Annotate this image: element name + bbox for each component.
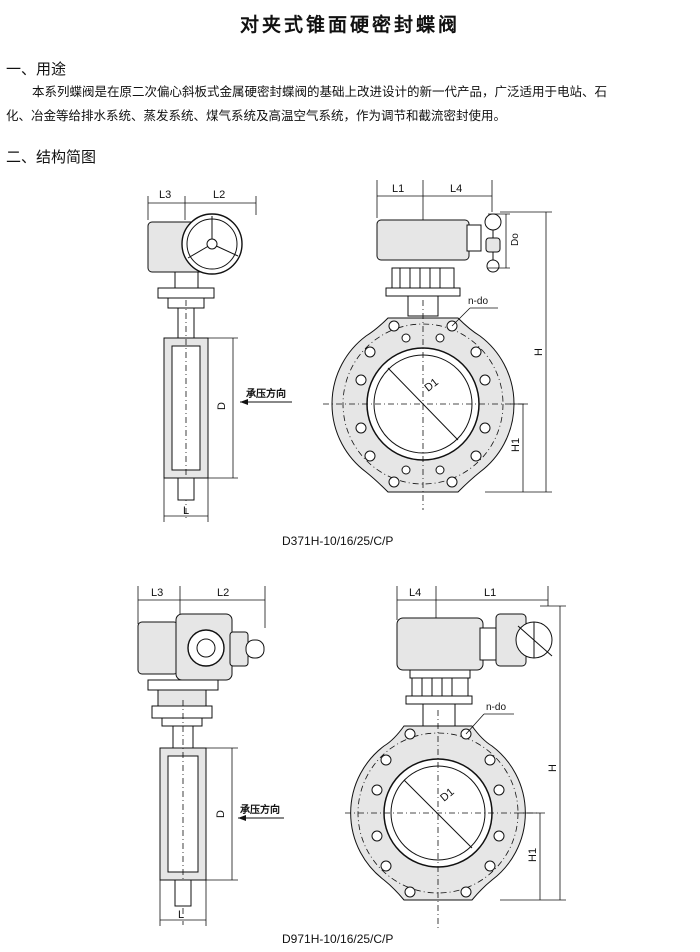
front-view-2: L4 L1 D1 — [345, 586, 566, 930]
dim-l1-label-2: L1 — [484, 587, 496, 599]
dim-l3-label-2: L3 — [151, 587, 163, 599]
figure-caption-d371h: D371H-10/16/25/C/P — [282, 534, 394, 548]
dim-l1-label: L1 — [392, 183, 404, 195]
dim-h1-label-2: H1 — [527, 848, 539, 862]
dim-l4-label-2: L4 — [409, 587, 421, 599]
bolt-holes-1 — [355, 320, 491, 488]
section-heading-usage: 一、用途 — [6, 60, 67, 78]
pressure-direction-label-2: 承压方向 — [240, 803, 280, 816]
figure-caption-d971h: D971H-10/16/25/C/P — [282, 932, 394, 946]
side-view-1: L3 L2 D 承压方向 L — [147, 189, 292, 522]
dim-d-label: D — [216, 402, 228, 410]
pressure-direction-label: 承压方向 — [246, 387, 286, 400]
dim-l-label: L — [183, 505, 189, 517]
side-view-2: L3 L2 D 承压方向 L — [137, 586, 284, 926]
bolt-holes-2 — [371, 728, 505, 898]
dim-h-label-2: H — [547, 764, 559, 772]
front-view-1: L1 L4 Do — [323, 180, 552, 510]
usage-paragraph-line-1: 本系列蝶阀是在原二次偏心斜板式金属硬密封蝶阀的基础上改进设计的新一代产品，广泛适… — [32, 84, 608, 99]
n-do-label: n-do — [468, 296, 488, 307]
dim-h1-label: H1 — [510, 438, 522, 452]
usage-paragraph: 本系列蝶阀是在原二次偏心斜板式金属硬密封蝶阀的基础上改进设计的新一代产品，广泛适… — [6, 80, 696, 128]
dim-d-label-2: D — [215, 810, 227, 818]
section-heading-structure: 二、结构简图 — [6, 148, 97, 166]
dim-l3-label: L3 — [159, 189, 171, 201]
dim-l2-label-2: L2 — [217, 587, 229, 599]
n-do-label-2: n-do — [486, 702, 506, 713]
dim-h-label: H — [533, 348, 545, 356]
dim-do-label: Do — [510, 233, 521, 246]
figure-d371h: L3 L2 D 承压方向 L — [147, 180, 552, 522]
dim-l4-label: L4 — [450, 183, 462, 195]
dim-l-label-2: L — [178, 909, 184, 921]
page-title: 对夹式锥面硬密封蝶阀 — [239, 14, 460, 36]
usage-paragraph-line-2: 化、冶金等给排水系统、蒸发系统、煤气系统及高温空气系统，作为调节和截流密封使用。 — [6, 108, 507, 123]
dim-l2-label: L2 — [213, 189, 225, 201]
